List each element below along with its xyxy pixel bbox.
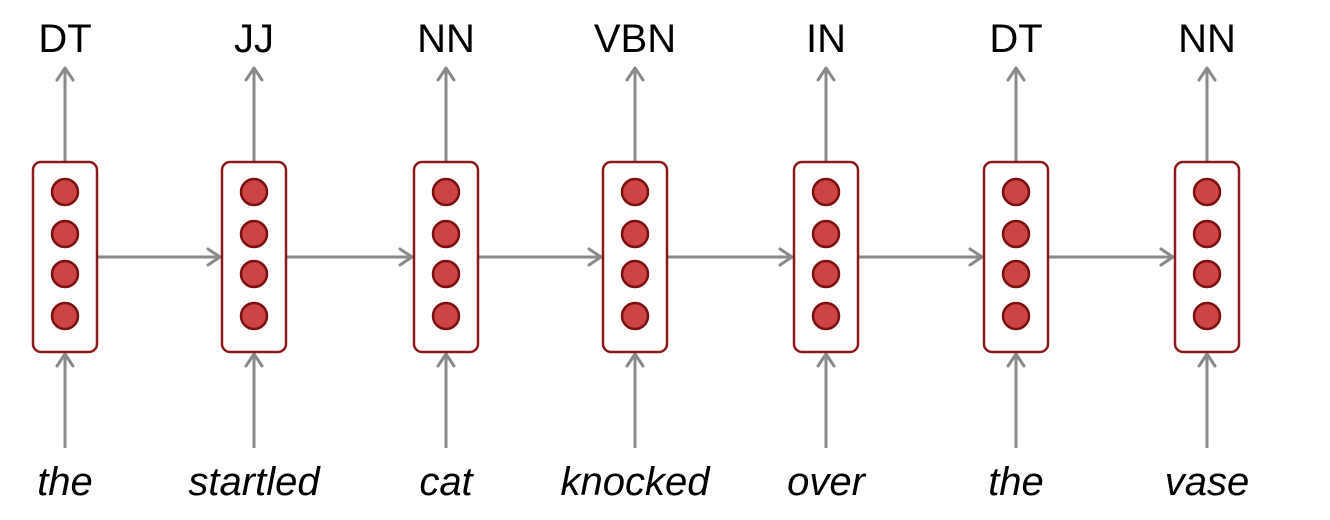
- input-word-label: knocked: [561, 460, 712, 504]
- hidden-state-cell: [792, 160, 860, 354]
- neuron-unit: [620, 177, 650, 207]
- neuron-unit: [811, 177, 841, 207]
- pos-tag-label: NN: [417, 17, 475, 61]
- recurrent-arrow-6: [1048, 247, 1175, 267]
- output-arrow: [55, 66, 75, 162]
- neuron-unit: [1192, 177, 1222, 207]
- neuron-unit: [50, 177, 80, 207]
- neuron-unit: [239, 301, 269, 331]
- pos-tag-label: NN: [1178, 17, 1236, 61]
- pos-tag-label: DT: [38, 17, 91, 61]
- recurrent-arrow-5: [858, 247, 984, 267]
- arrow-head-icon: [1006, 352, 1026, 368]
- token-column-6: DT the: [982, 17, 1050, 504]
- input-word-label: vase: [1165, 460, 1250, 504]
- neuron-unit: [431, 219, 461, 249]
- pos-tag-label: DT: [989, 17, 1042, 61]
- neuron-unit: [50, 259, 80, 289]
- recurrent-arrow-3: [478, 247, 603, 267]
- neuron-unit: [1192, 301, 1222, 331]
- output-arrow: [244, 66, 264, 162]
- neuron-unit: [811, 301, 841, 331]
- input-arrow: [1197, 352, 1217, 448]
- hidden-state-cell: [412, 160, 480, 354]
- neuron-unit: [239, 259, 269, 289]
- neuron-unit: [431, 301, 461, 331]
- token-column-5: IN over: [787, 17, 866, 504]
- input-arrow: [1006, 352, 1026, 448]
- neuron-unit: [431, 259, 461, 289]
- arrow-head-icon: [625, 66, 645, 82]
- input-word-label: the: [37, 460, 93, 504]
- neuron-unit: [1001, 259, 1031, 289]
- arrow-head-icon: [244, 352, 264, 368]
- neuron-unit: [620, 219, 650, 249]
- token-column-1: DT the: [31, 17, 99, 504]
- neuron-unit: [1192, 219, 1222, 249]
- hidden-state-cell: [31, 160, 99, 354]
- pos-tag-label: IN: [806, 17, 846, 61]
- neuron-unit: [431, 177, 461, 207]
- input-word-label: the: [988, 460, 1044, 504]
- arrow-head-icon: [816, 66, 836, 82]
- output-arrow: [816, 66, 836, 162]
- neuron-unit: [811, 219, 841, 249]
- token-column-4: VBN knocked: [561, 17, 712, 504]
- neuron-unit: [239, 177, 269, 207]
- neuron-unit: [50, 301, 80, 331]
- output-arrow: [1197, 66, 1217, 162]
- hidden-state-cell: [601, 160, 669, 354]
- pos-tag-label: VBN: [594, 17, 676, 61]
- token-column-7: NN vase: [1165, 17, 1250, 504]
- input-word-label: over: [787, 460, 866, 504]
- input-arrow: [436, 352, 456, 448]
- recurrent-arrow-1: [97, 247, 222, 267]
- arrow-head-icon: [436, 352, 456, 368]
- arrow-head-icon: [1006, 66, 1026, 82]
- neuron-unit: [811, 259, 841, 289]
- input-word-label: cat: [419, 460, 474, 504]
- input-word-label: startled: [188, 460, 321, 504]
- arrow-head-icon: [816, 352, 836, 368]
- hidden-state-cell: [1173, 160, 1241, 354]
- output-arrow: [625, 66, 645, 162]
- input-arrow: [55, 352, 75, 448]
- recurrent-arrow-4: [667, 247, 794, 267]
- output-arrow: [1006, 66, 1026, 162]
- recurrent-arrow-2: [286, 247, 414, 267]
- arrow-head-icon: [55, 66, 75, 82]
- arrow-head-icon: [1197, 66, 1217, 82]
- arrow-head-icon: [55, 352, 75, 368]
- arrow-head-icon: [625, 352, 645, 368]
- arrow-head-icon: [398, 247, 414, 267]
- token-column-3: NN cat: [412, 17, 480, 504]
- pos-tag-label: JJ: [234, 17, 274, 61]
- arrow-head-icon: [436, 66, 456, 82]
- input-arrow: [625, 352, 645, 448]
- arrow-head-icon: [206, 247, 222, 267]
- arrow-head-icon: [244, 66, 264, 82]
- arrow-head-icon: [1197, 352, 1217, 368]
- neuron-unit: [1001, 219, 1031, 249]
- neuron-unit: [50, 219, 80, 249]
- hidden-state-cell: [220, 160, 288, 354]
- neuron-unit: [1001, 177, 1031, 207]
- neuron-unit: [239, 219, 269, 249]
- hidden-state-cell: [982, 160, 1050, 354]
- arrow-head-icon: [778, 247, 794, 267]
- token-column-2: JJ startled: [188, 17, 321, 504]
- input-arrow: [816, 352, 836, 448]
- output-arrow: [436, 66, 456, 162]
- neuron-unit: [1192, 259, 1222, 289]
- arrow-head-icon: [1159, 247, 1175, 267]
- input-arrow: [244, 352, 264, 448]
- neuron-unit: [620, 259, 650, 289]
- arrow-head-icon: [968, 247, 984, 267]
- neuron-unit: [1001, 301, 1031, 331]
- neuron-unit: [620, 301, 650, 331]
- arrow-head-icon: [587, 247, 603, 267]
